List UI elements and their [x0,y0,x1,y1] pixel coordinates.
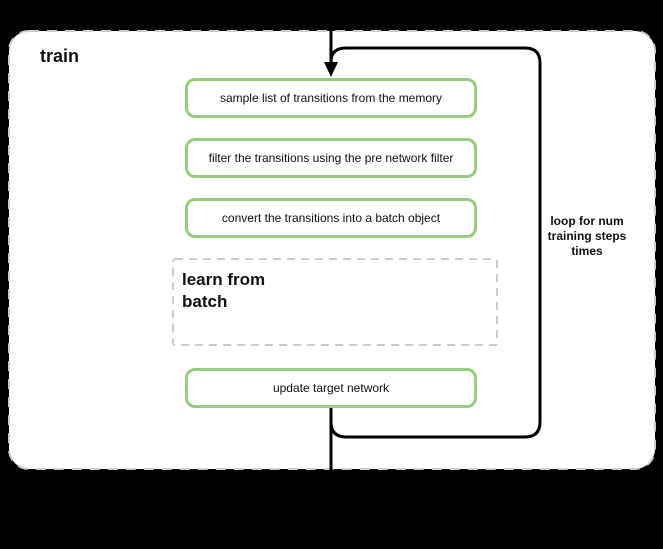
arrowhead-icon [324,62,338,77]
step-node-label: update target network [272,381,390,395]
loop-label-line2: training steps [547,229,627,243]
loop-label-line1: loop for num [550,214,624,228]
step-node-convert-batch: convert the transitions into a batch obj… [185,198,477,238]
train-title: train [40,46,80,66]
loop-label: loop for num training steps times [531,214,643,259]
step-node-update-target-network: update target network [185,368,477,408]
step-node-label: filter the transitions using the pre net… [208,151,454,165]
step-node-sample-transitions: sample list of transitions from the memo… [185,78,477,118]
learn-from-batch-label-line1: learn from [182,270,266,289]
learn-from-batch-label: learn from batch [182,269,265,313]
learn-from-batch-label-line2: batch [182,292,228,311]
learn-from-batch-box [172,258,498,346]
step-node-label: sample list of transitions from the memo… [219,91,443,105]
loop-label-line3: times [571,244,603,258]
loop-boundary [329,46,542,439]
step-node-label: convert the transitions into a batch obj… [221,211,441,225]
step-node-filter-transitions: filter the transitions using the pre net… [185,138,477,178]
